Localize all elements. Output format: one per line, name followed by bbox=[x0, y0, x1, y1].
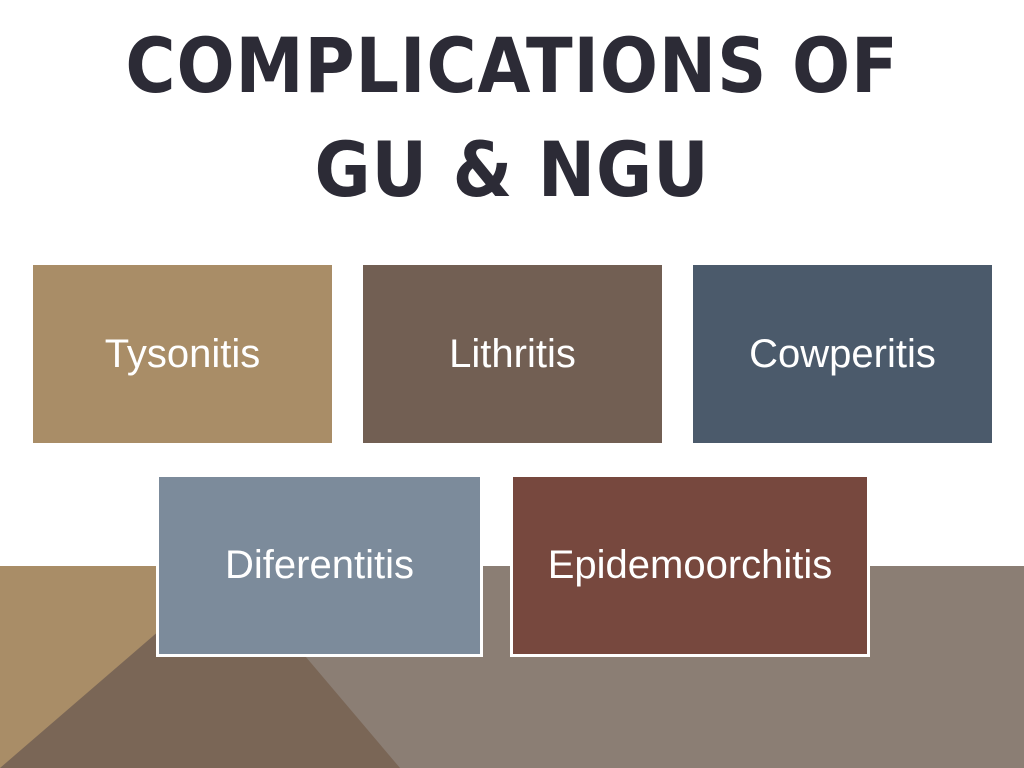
box-lithritis: Lithritis bbox=[363, 265, 662, 443]
box-label: Epidemoorchitis bbox=[547, 543, 833, 587]
title-line-2: GU & NGU bbox=[314, 125, 710, 214]
box-tysonitis: Tysonitis bbox=[33, 265, 332, 443]
slide-title: COMPLICATIONS OF GU & NGU bbox=[51, 14, 973, 222]
box-cowperitis: Cowperitis bbox=[693, 265, 992, 443]
bg-dark-brown-triangle bbox=[0, 630, 400, 768]
box-label: Tysonitis bbox=[104, 331, 261, 376]
title-line-1: COMPLICATIONS OF bbox=[125, 21, 899, 110]
box-label: Lithritis bbox=[449, 331, 576, 376]
box-label: Cowperitis bbox=[749, 331, 936, 376]
box-epidemoorchitis: Epidemoorchitis bbox=[510, 474, 870, 657]
box-diferentitis: Diferentitis bbox=[156, 474, 483, 657]
box-label: Diferentitis bbox=[225, 543, 414, 587]
